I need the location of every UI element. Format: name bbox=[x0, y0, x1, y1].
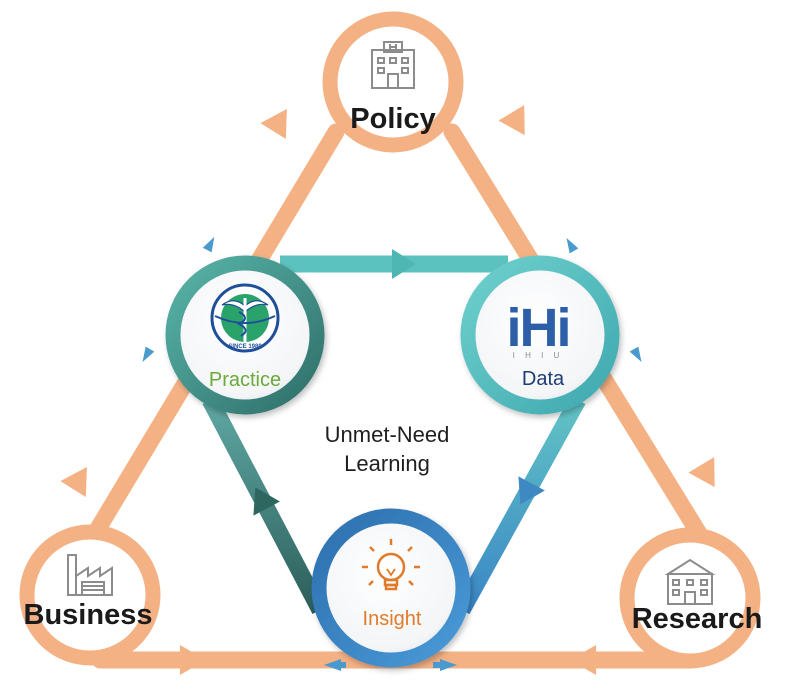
policy-label: Policy bbox=[350, 103, 435, 135]
research-ring bbox=[619, 527, 761, 669]
connector-arrow bbox=[629, 346, 642, 363]
ihi-logo-sub: I H I U bbox=[513, 351, 564, 360]
ihi-logo-text: iHi bbox=[506, 298, 569, 358]
connector-arrow bbox=[142, 346, 155, 363]
outer-arrow bbox=[688, 457, 715, 488]
ihi-logo: iHi I H I U bbox=[506, 298, 571, 360]
policy-ring bbox=[322, 11, 464, 153]
outer-arrow bbox=[498, 105, 525, 136]
hospital-building-icon bbox=[371, 41, 415, 89]
connector-arrow bbox=[202, 236, 215, 253]
connector-arrow-stem bbox=[433, 662, 447, 668]
node-data: iHi I H I U Data bbox=[460, 255, 620, 415]
outer-arrow bbox=[570, 645, 596, 675]
outer-arrows bbox=[60, 105, 715, 675]
insight-label: Insight bbox=[363, 608, 422, 630]
outer-arrow bbox=[260, 108, 287, 139]
inner-edge-right bbox=[454, 395, 586, 615]
connector-arrows bbox=[142, 236, 642, 671]
practice-label: Practice bbox=[209, 369, 281, 391]
node-insight: Insight bbox=[311, 508, 471, 668]
research-label: Research bbox=[632, 603, 763, 635]
business-label: Business bbox=[24, 599, 153, 631]
node-research: Research bbox=[619, 527, 763, 669]
outer-arrow bbox=[180, 645, 206, 675]
inner-arrows bbox=[253, 249, 545, 516]
center-line-1: Unmet-Need bbox=[325, 422, 450, 447]
medical-seal-logo: SINCE 1980 bbox=[210, 283, 280, 353]
center-line-2: Learning bbox=[344, 451, 430, 476]
node-business: Business bbox=[19, 524, 161, 666]
outer-arrow bbox=[60, 466, 87, 497]
data-label: Data bbox=[522, 368, 565, 390]
data-ring bbox=[460, 255, 620, 415]
university-building-icon bbox=[664, 558, 716, 605]
node-practice: SINCE 1980 Practice bbox=[165, 255, 325, 415]
inner-arrow bbox=[518, 476, 545, 505]
lightbulb-icon bbox=[362, 539, 420, 591]
center-caption: Unmet-Need Learning bbox=[325, 422, 450, 476]
seal-text-bottom: SINCE 1980 bbox=[228, 344, 262, 350]
inner-arrow bbox=[253, 487, 280, 516]
inner-arrow bbox=[392, 249, 416, 279]
factory-icon bbox=[67, 554, 113, 596]
connector-arrow-stem bbox=[332, 662, 346, 668]
connector-arrow bbox=[566, 237, 579, 254]
node-policy: Policy bbox=[322, 11, 464, 153]
